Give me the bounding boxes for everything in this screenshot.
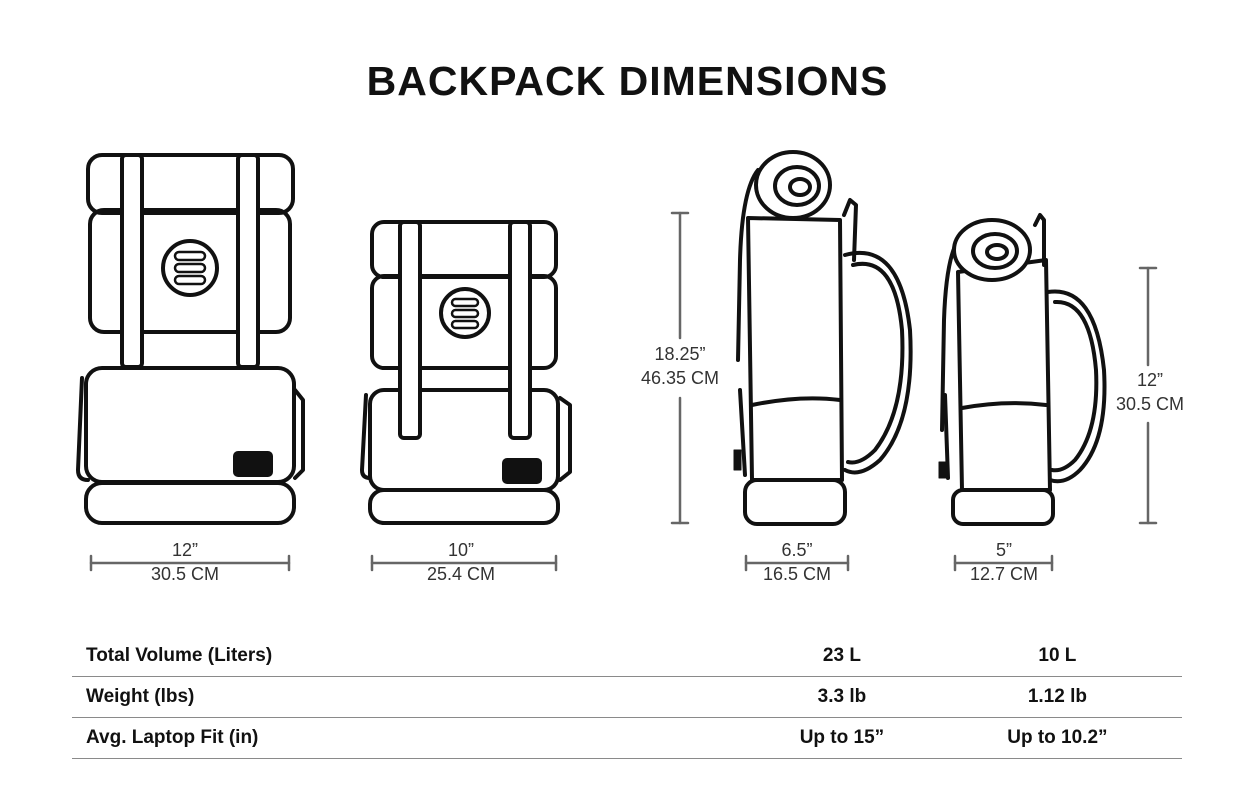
spec-large-value: Up to 15” xyxy=(751,717,933,759)
large-backpack-front-drawing xyxy=(76,153,305,525)
small-depth-metric: 12.7 CM xyxy=(969,564,1039,584)
spec-small-value: Up to 10.2” xyxy=(932,717,1182,759)
small-height-imperial: 12” xyxy=(1136,370,1163,390)
large-width-line xyxy=(89,554,291,572)
small-backpack-side-drawing xyxy=(938,213,1107,526)
large-depth-line xyxy=(744,554,850,572)
large-depth-metric: 16.5 CM xyxy=(762,564,832,584)
large-width-imperial: 12” xyxy=(171,540,198,560)
table-row: Total Volume (Liters) 23 L 10 L xyxy=(72,636,1182,677)
small-height-metric: 30.5 CM xyxy=(1115,394,1185,414)
spec-small-value: 10 L xyxy=(932,636,1182,677)
spec-large-value: 3.3 lb xyxy=(751,676,933,718)
spec-large-value: 23 L xyxy=(751,636,933,677)
large-height-metric: 46.35 CM xyxy=(640,368,720,388)
large-width-metric: 30.5 CM xyxy=(150,564,220,584)
large-backpack-side-drawing xyxy=(733,150,913,526)
small-width-imperial: 10” xyxy=(447,540,474,560)
small-width-line xyxy=(370,554,558,572)
small-width-label: 10” 25.4 CM xyxy=(386,538,536,586)
spec-label: Total Volume (Liters) xyxy=(72,636,752,677)
small-backpack-front-drawing xyxy=(360,220,572,525)
spec-table: Total Volume (Liters) 23 L 10 L Weight (… xyxy=(72,636,1182,759)
large-height-line xyxy=(670,211,690,525)
large-depth-label: 6.5” 16.5 CM xyxy=(737,538,857,586)
small-height-label: 12” 30.5 CM xyxy=(1104,368,1196,416)
small-height-line xyxy=(1138,266,1158,525)
small-depth-line xyxy=(953,554,1054,572)
table-row: Weight (lbs) 3.3 lb 1.12 lb xyxy=(72,676,1182,718)
spec-small-value: 1.12 lb xyxy=(932,676,1182,718)
large-height-label: 18.25” 46.35 CM xyxy=(628,342,732,390)
small-depth-label: 5” 12.7 CM xyxy=(944,538,1064,586)
spec-label: Weight (lbs) xyxy=(72,676,752,718)
small-width-metric: 25.4 CM xyxy=(426,564,496,584)
large-height-imperial: 18.25” xyxy=(654,344,706,364)
dimension-lines xyxy=(89,211,1158,572)
small-depth-imperial: 5” xyxy=(995,540,1012,560)
spec-label: Avg. Laptop Fit (in) xyxy=(72,717,752,759)
page-title: BACKPACK DIMENSIONS xyxy=(366,58,889,104)
large-width-label: 12” 30.5 CM xyxy=(110,538,260,586)
table-row: Avg. Laptop Fit (in) Up to 15” Up to 10.… xyxy=(72,717,1182,759)
large-depth-imperial: 6.5” xyxy=(781,540,813,560)
